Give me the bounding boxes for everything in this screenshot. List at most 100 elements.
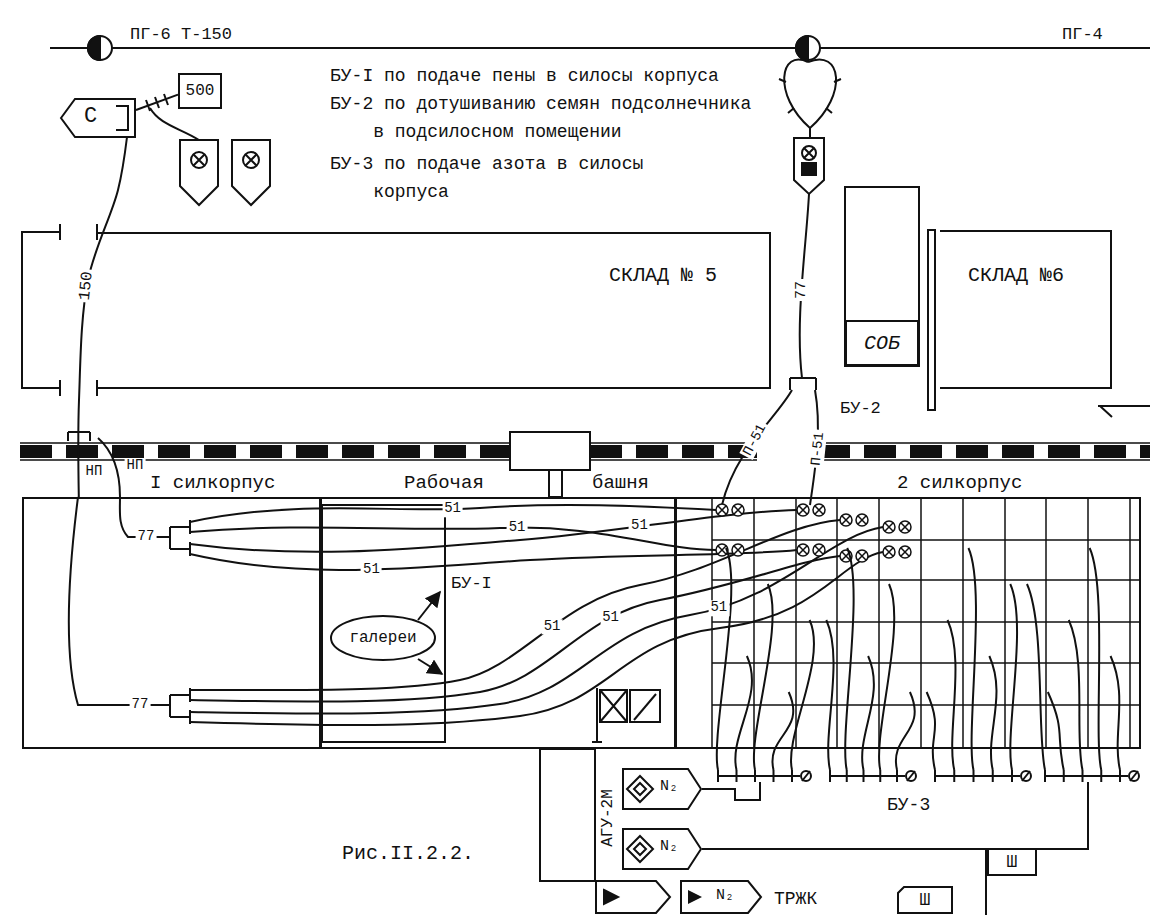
fire-truck-symbol	[804, 148, 814, 158]
hose-line	[69, 497, 170, 705]
unit-label: БУ-3	[885, 796, 932, 816]
legend-note: БУ-I по подаче пены в силосы корпуса	[330, 62, 765, 90]
building-outline	[928, 230, 935, 410]
nozzle-symbol	[842, 516, 850, 524]
nozzle-symbol	[732, 544, 744, 556]
figure-caption: Рис.II.2.2.	[340, 843, 476, 865]
node-text: Рабочая	[404, 473, 484, 495]
hose-number: 51	[629, 519, 650, 534]
nitrogen-truck: N₂	[622, 768, 702, 810]
nozzle-symbol	[732, 504, 744, 516]
nitrogen-manifold	[1048, 692, 1064, 770]
building-outline	[540, 749, 595, 881]
nitrogen-manifold	[735, 656, 752, 770]
work-tower: Рабочаябашнягалереи	[320, 497, 676, 749]
hose-line	[190, 552, 883, 725]
silo-grid	[962, 497, 964, 749]
silo-grid	[712, 579, 1141, 581]
warehouse: СКЛАД № 5	[97, 232, 771, 389]
truck-right-outline	[627, 776, 653, 802]
nozzle-symbol	[899, 546, 911, 558]
fire-truck-symbol	[193, 154, 204, 165]
hq-box: Ш	[897, 886, 953, 914]
nozzle-symbol	[813, 504, 825, 516]
truck-right-outline	[623, 769, 701, 809]
hose-line	[190, 520, 840, 690]
truck-right-outline	[634, 843, 646, 855]
hose-number: 51	[507, 520, 528, 535]
silo-grid	[712, 662, 1141, 664]
hose-number: П-51	[739, 420, 770, 460]
fire-truck: С	[60, 98, 136, 138]
nitrogen-manifold	[718, 775, 800, 777]
fire-truck-symbol	[245, 154, 256, 165]
nozzle-symbol	[716, 504, 728, 516]
nozzle-symbol	[885, 523, 893, 531]
nozzle-symbol	[813, 504, 825, 516]
nitrogen-manifold	[879, 584, 894, 770]
legend-note: БУ-2 по дотушиванию семян подсолнечника …	[330, 90, 765, 146]
nitrogen-manifold	[1090, 548, 1102, 770]
hydrant-symbol	[796, 36, 808, 60]
nozzle-symbol	[856, 550, 868, 562]
node-text: башня	[592, 473, 649, 495]
silo-grid	[753, 497, 755, 749]
nozzle-symbol	[883, 546, 895, 558]
hose-line	[190, 556, 840, 702]
nitrogen-manifold	[906, 771, 916, 781]
node-text: 500	[186, 82, 215, 100]
hose-line	[190, 510, 797, 552]
hose-number: 51	[708, 601, 729, 616]
building-outline	[1098, 406, 1150, 417]
nozzle-symbol	[899, 521, 911, 533]
silo-grid	[712, 621, 1141, 623]
nozzle-symbol	[732, 544, 744, 556]
unit-label: БУ-2	[838, 400, 883, 419]
nitrogen-manifold	[1022, 771, 1030, 781]
building-outline	[600, 690, 627, 722]
nozzle-symbol	[856, 550, 868, 562]
hydrant-label: ПГ-4	[1060, 26, 1105, 45]
building-outline	[418, 659, 442, 674]
hose-line	[170, 520, 190, 556]
truck-right-outline	[634, 783, 646, 795]
legend-note: БУ-3 по подаче азота в силосы корпуса	[330, 150, 695, 206]
building-outline	[634, 694, 656, 720]
unit-label: ТРЖК	[772, 890, 819, 910]
building-outline	[600, 690, 627, 722]
water-main	[50, 47, 1150, 49]
hydrant-symbol	[796, 36, 820, 60]
nozzle-symbol	[883, 521, 895, 533]
fire-truck-symbol	[191, 152, 207, 168]
fire-truck-symbol	[802, 146, 816, 160]
truck-right-outline	[681, 881, 761, 913]
nitrogen-manifold	[845, 548, 853, 770]
truck-right-outline	[627, 836, 653, 862]
silo-grid	[1129, 497, 1131, 749]
nozzle-symbol	[883, 521, 895, 533]
fire-truck-symbol	[596, 881, 670, 913]
hose-number: 77	[794, 279, 811, 301]
nozzle-symbol	[883, 546, 895, 558]
building-outline	[418, 592, 440, 620]
gallery-oval: галереи	[330, 615, 436, 661]
hose-number: 51	[361, 562, 382, 577]
nozzle-symbol	[718, 546, 726, 554]
truck-right-outline	[688, 890, 702, 904]
node-text: Ш	[1007, 852, 1018, 873]
node-text: N₂	[660, 838, 678, 855]
nitrogen-manifold	[935, 775, 1020, 777]
silo-grid	[711, 497, 713, 749]
truck-left-outline	[60, 98, 136, 138]
nitrogen-manifold	[801, 771, 811, 781]
nozzle-symbol	[885, 548, 893, 556]
nozzle-symbol	[901, 548, 909, 556]
hose-line	[809, 128, 811, 138]
railway	[549, 470, 562, 497]
nozzle-symbol	[718, 506, 726, 514]
building-outline	[322, 505, 445, 742]
unit-label: АГУ-2М	[600, 787, 618, 849]
node-text: N₂	[660, 778, 678, 795]
